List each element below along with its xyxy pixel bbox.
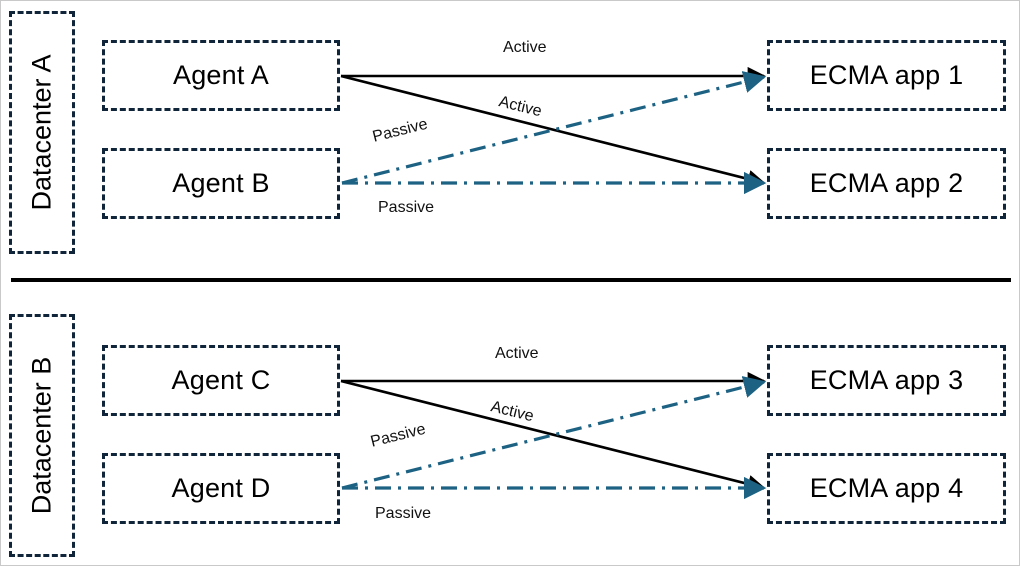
edge-label-agent-b-ecma-app-2: Passive bbox=[378, 199, 435, 216]
connection-agent-b-to-ecma-app-1 bbox=[341, 71, 767, 185]
section-divider bbox=[11, 278, 1011, 282]
node-agent-a-label: Agent A bbox=[173, 60, 269, 90]
node-agent-b-label: Agent B bbox=[172, 168, 270, 198]
node-agent-c[interactable]: Agent C bbox=[102, 345, 340, 416]
datacenter-b-label: Datacenter B bbox=[26, 356, 57, 515]
node-agent-d-label: Agent D bbox=[171, 473, 271, 503]
node-agent-b[interactable]: Agent B bbox=[102, 148, 340, 219]
node-agent-c-label: Agent C bbox=[171, 365, 271, 395]
node-ecma-app-1[interactable]: ECMA app 1 bbox=[767, 40, 1006, 111]
datacenter-b-container: Datacenter B bbox=[9, 314, 75, 557]
node-ecma-app-2[interactable]: ECMA app 2 bbox=[767, 148, 1006, 219]
connection-agent-c-to-ecma-app-4 bbox=[340, 379, 766, 493]
edge-label-agent-a-ecma-app-1: Active bbox=[503, 39, 547, 56]
node-agent-a[interactable]: Agent A bbox=[102, 40, 340, 111]
edge-label-agent-c-ecma-app-3: Active bbox=[495, 345, 539, 362]
datacenter-a-label: Datacenter A bbox=[26, 54, 57, 211]
node-ecma-app-2-label: ECMA app 2 bbox=[809, 168, 964, 198]
node-ecma-app-1-label: ECMA app 1 bbox=[809, 60, 964, 90]
node-ecma-app-4-label: ECMA app 4 bbox=[809, 473, 964, 503]
connection-agent-a-to-ecma-app-2 bbox=[340, 74, 766, 188]
node-ecma-app-3[interactable]: ECMA app 3 bbox=[767, 345, 1006, 416]
node-ecma-app-3-label: ECMA app 3 bbox=[809, 365, 964, 395]
node-ecma-app-4[interactable]: ECMA app 4 bbox=[767, 453, 1006, 524]
datacenter-a-container: Datacenter A bbox=[9, 11, 75, 254]
connection-agent-d-to-ecma-app-3 bbox=[341, 376, 767, 490]
node-agent-d[interactable]: Agent D bbox=[102, 453, 340, 524]
edge-label-agent-d-ecma-app-4: Passive bbox=[375, 505, 432, 522]
